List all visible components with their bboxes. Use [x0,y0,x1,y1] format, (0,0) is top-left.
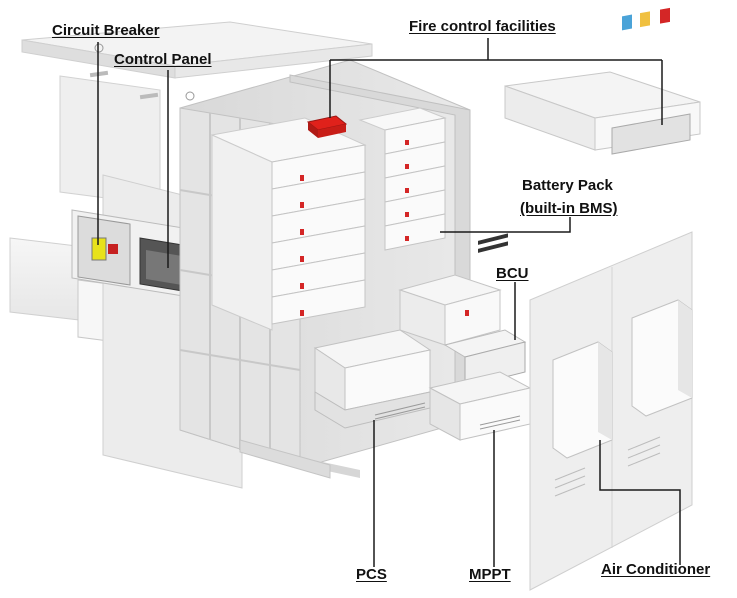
label-control-panel: Control Panel [114,51,212,68]
label-battery-pack-bms: (built-in BMS) [520,200,618,217]
rack-base [239,439,331,479]
battery-column-left [210,117,367,331]
fire-control-module [504,7,701,155]
leader-lines [97,38,681,567]
bcu-unit [443,233,527,388]
label-mppt: MPPT [469,566,511,583]
label-bcu: BCU [496,265,529,282]
label-air-conditioner: Air Conditioner [601,561,711,578]
battery-column-right [358,107,447,251]
circuit-breaker-switch [91,237,107,261]
label-circuit-breaker: Circuit Breaker [52,22,160,39]
right-door-air-conditioner [529,231,693,591]
battery-drawer-out [398,274,502,346]
label-battery-pack: Battery Pack [522,177,613,194]
label-fire-control-facilities: Fire control facilities [409,18,556,35]
pcs-unit [313,329,432,429]
label-pcs: PCS [356,566,387,583]
